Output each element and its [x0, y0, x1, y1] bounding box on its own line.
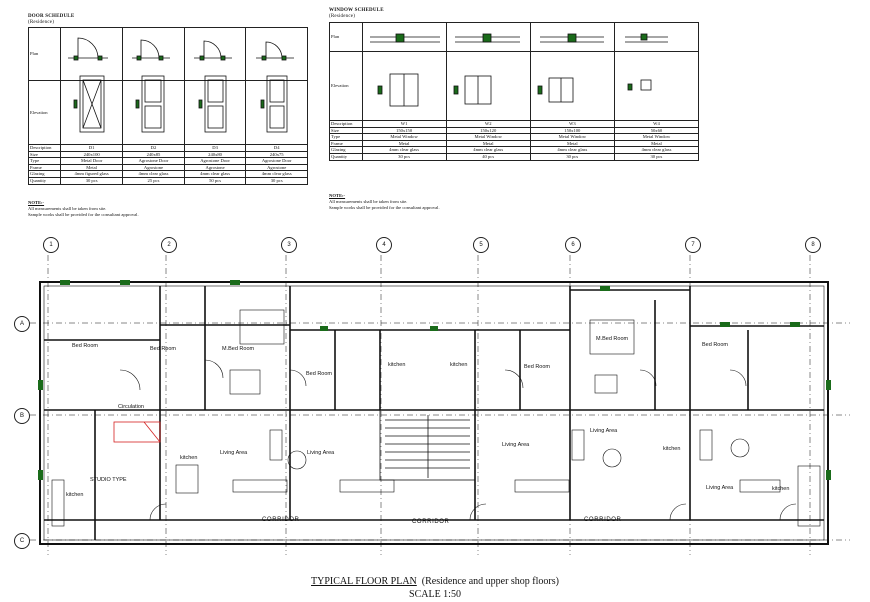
- door-row-label: Quantity: [27, 176, 62, 185]
- window-plan-symbol-w1: [370, 33, 440, 43]
- room-label: Bed Room: [72, 343, 98, 349]
- staircase: [379, 409, 476, 481]
- door-plan-symbol-d3: [194, 40, 232, 61]
- window-row-label-plan: Plan: [329, 22, 363, 52]
- door-plan-symbol-d1: [68, 37, 108, 61]
- room-label: Living Area: [706, 485, 734, 491]
- room-label: Living Area: [307, 450, 335, 456]
- room-label: kitchen: [388, 362, 406, 368]
- room-label: kitchen: [450, 362, 468, 368]
- room-label: M.Bed Room: [596, 336, 629, 342]
- room-label: Bed Room: [702, 342, 728, 348]
- outer-wall: [39, 281, 829, 545]
- window-schedule-title: WINDOW SCHEDULE (Residence): [329, 8, 384, 19]
- plan-title: TYPICAL FLOOR PLAN (Residence and upper …: [311, 576, 559, 587]
- room-label: kitchen: [180, 455, 198, 461]
- grid-lines: [30, 242, 850, 555]
- window-plan-symbol-w4: [625, 33, 668, 43]
- outer-wall-inner: [43, 285, 825, 541]
- door-elevation-d2: [122, 80, 185, 145]
- grid-bubble-a: A: [14, 316, 30, 332]
- door-plan-symbol-d4: [256, 41, 294, 61]
- room-label: kitchen: [663, 446, 681, 452]
- window-row-label-elevation: Elevation: [329, 51, 363, 121]
- window-cell: 40 pcs: [445, 152, 531, 161]
- room-label: Circulation: [118, 404, 144, 410]
- door-swings: [119, 359, 797, 521]
- room-label: kitchen: [772, 486, 790, 492]
- door-elevation-d1: [60, 80, 124, 145]
- grid-bubble-7: 7: [685, 237, 701, 253]
- door-plan-d4: [245, 27, 308, 81]
- room-label: Living Area: [220, 450, 248, 456]
- room-label: M.Bed Room: [222, 346, 255, 352]
- room-label: Bed Room: [524, 364, 550, 370]
- window-elevation-symbol-w1: [377, 73, 419, 107]
- grid-bubble-2: 2: [161, 237, 177, 253]
- window-schedule-note: NOTE:- All measurements shall be taken f…: [329, 193, 440, 210]
- grid-bubble-b: B: [14, 408, 30, 424]
- schedule-drawings: [68, 33, 668, 133]
- door-elevation-d4: [245, 80, 308, 145]
- room-label: kitchen: [66, 492, 84, 498]
- window-elevation-symbol-w2: [453, 75, 492, 105]
- grid-bubble-5: 5: [473, 237, 489, 253]
- door-plan-symbol-d2: [132, 39, 170, 61]
- grid-bubble-6: 6: [565, 237, 581, 253]
- corridor-label: CORRIDOR: [412, 519, 450, 525]
- door-elevation-symbol-d4: [260, 75, 288, 133]
- furniture: [51, 309, 821, 527]
- window-fixtures: [38, 280, 831, 480]
- plan-scale: SCALE 1:50: [409, 589, 461, 600]
- corridor-label: CORRIDOR: [584, 517, 622, 523]
- highlight-box: [113, 421, 161, 443]
- door-row-label-plan: Plan: [27, 27, 62, 81]
- corridor-label: CORRIDOR: [262, 517, 300, 523]
- grid-bubble-3: 3: [281, 237, 297, 253]
- door-cell: 30 pcs: [245, 176, 308, 185]
- grid-bubble-8: 8: [805, 237, 821, 253]
- door-elevation-symbol-d3: [198, 75, 227, 133]
- door-cell: 30 pcs: [60, 176, 124, 185]
- floor-plan: [30, 242, 850, 555]
- door-schedule-table: Plan Elevation Description D1 D2 D3 D4 S…: [27, 27, 308, 185]
- window-plan-symbol-w3: [540, 33, 604, 43]
- room-label: Living Area: [502, 442, 530, 448]
- door-elevation-symbol-d2: [135, 75, 165, 133]
- door-schedule-title: DOOR SCHEDULE (Residence): [28, 14, 75, 25]
- room-label: Bed Room: [150, 346, 176, 352]
- door-elevation-d3: [183, 80, 247, 145]
- grid-bubble-c: C: [14, 533, 30, 549]
- window-elevation-symbol-w3: [537, 77, 574, 103]
- window-elevation-w2: [445, 51, 531, 121]
- interior-walls: [44, 286, 824, 540]
- grid-bubble-1: 1: [43, 237, 59, 253]
- room-label: Living Area: [590, 428, 618, 434]
- room-label: Bed Room: [306, 371, 332, 377]
- door-schedule-note: NOTE:- All measurements shall be taken f…: [28, 200, 139, 217]
- room-label: STUDIO TYPE: [90, 477, 127, 483]
- window-elevation-symbol-w4: [627, 79, 652, 91]
- door-row-label-elevation: Elevation: [27, 80, 62, 145]
- door-elevation-symbol-d1: [73, 75, 105, 133]
- grid-bubble-4: 4: [376, 237, 392, 253]
- window-cell: 30 pcs: [613, 152, 700, 161]
- window-plan-symbol-w2: [455, 33, 520, 43]
- door-plan-d1: [60, 27, 124, 81]
